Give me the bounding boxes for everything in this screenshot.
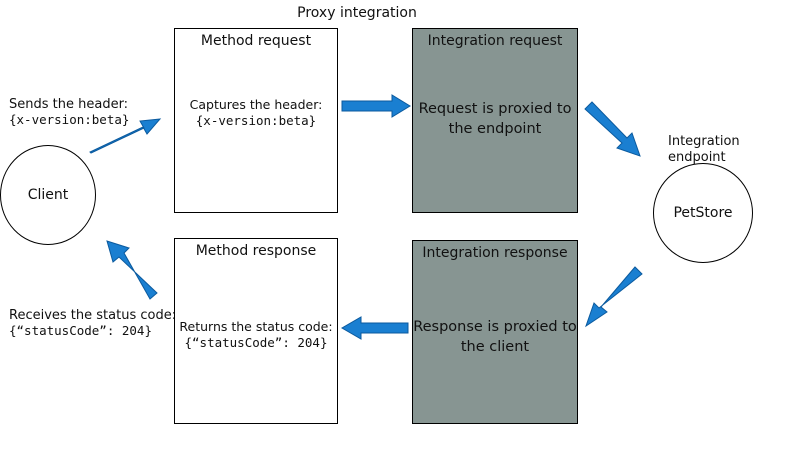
endpoint-label-line1: Integration xyxy=(668,134,740,149)
arrow-endpoint-to-integration-response xyxy=(585,266,643,328)
method-response-body-label: Returns the status code: xyxy=(179,319,333,334)
integration-request-body: Request is proxied to the endpoint xyxy=(413,99,577,139)
integration-request-body-line2: the endpoint xyxy=(448,121,542,137)
arrow-client-to-method-request xyxy=(89,118,162,154)
integration-response-box: Integration response Response is proxied… xyxy=(412,240,578,424)
integration-request-body-line1: Request is proxied to xyxy=(418,101,572,117)
method-response-body: Returns the status code: {“statusCode”: … xyxy=(175,319,337,351)
integration-request-title: Integration request xyxy=(427,33,563,49)
method-request-body-label: Captures the header: xyxy=(189,97,323,112)
integration-response-body-line1: Response is proxied to xyxy=(413,319,577,335)
method-request-box: Method request Captures the header: {x-v… xyxy=(174,28,338,213)
method-request-body: Captures the header: {x-version:beta} xyxy=(175,97,337,129)
arrow-method-response-to-client xyxy=(106,240,158,300)
client-sends-value: {x-version:beta} xyxy=(9,112,130,127)
method-response-body-value: {“statusCode”: 204} xyxy=(184,335,328,350)
client-label: Client xyxy=(27,187,69,203)
petstore-label: PetStore xyxy=(673,205,733,221)
integration-response-title: Integration response xyxy=(422,245,568,261)
client-node: Client xyxy=(0,145,96,245)
client-receives-label: Receives the status code: xyxy=(9,308,177,323)
petstore-node: PetStore xyxy=(653,163,753,263)
arrow-integration-response-to-method-response xyxy=(341,316,409,340)
method-response-box: Method response Returns the status code:… xyxy=(174,238,338,424)
diagram-title: Proxy integration xyxy=(297,5,417,21)
arrow-method-request-to-integration-request xyxy=(341,94,411,118)
endpoint-label-line2: endpoint xyxy=(668,150,726,165)
client-sends-label: Sends the header: xyxy=(9,97,129,112)
integration-response-body-line2: the client xyxy=(460,339,530,355)
method-response-title: Method response xyxy=(195,243,317,259)
integration-response-body: Response is proxied to the client xyxy=(413,317,577,357)
integration-request-box: Integration request Request is proxied t… xyxy=(412,28,578,213)
method-request-body-value: {x-version:beta} xyxy=(195,113,317,128)
arrow-integration-request-to-endpoint xyxy=(584,101,641,157)
client-receives-value: {“statusCode”: 204} xyxy=(9,323,152,338)
method-request-title: Method request xyxy=(200,33,312,49)
